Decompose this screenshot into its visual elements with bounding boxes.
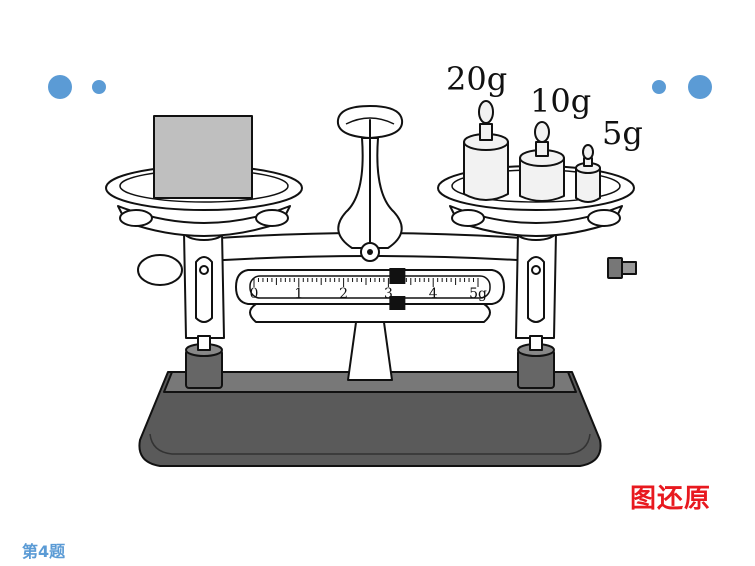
right-column-slot [527,256,545,323]
scale-tick-label: 5g [469,286,487,302]
right-column-screw [531,265,541,275]
weight-label-10g: 10g [530,82,591,120]
left-column-neck [197,335,211,351]
decor-dot-right-large [688,75,712,99]
figure-restore-caption: 图还原 [629,484,711,514]
decor-dot-right-small [652,80,666,94]
right-pan-loop-r [587,209,621,227]
decor-dot-left-small [92,80,106,94]
left-column-slot [195,256,213,323]
rider-scale-tick-labels: 0 1 2 3 4 5g [250,286,487,302]
rider-bottom[interactable] [389,296,406,310]
object-block [153,115,253,199]
right-column-neck [529,335,543,351]
scale-tick-label: 1 [294,286,303,302]
rider-top[interactable] [389,268,406,284]
scale-base-groove [149,433,591,455]
scale-tick-label: 2 [339,286,348,302]
scale-base-top [163,371,577,393]
weight-10g [519,121,565,202]
right-pan-loop-l [451,209,485,227]
rider-scale-lower [249,303,491,323]
left-arm-knob [137,254,183,286]
rider-scale-track [249,275,491,299]
weight-20g [463,100,509,201]
left-column-screw [199,265,209,275]
scale-tick-label: 4 [429,286,438,302]
scale-tick-label: 0 [250,286,259,302]
pointer-scale-arc [345,117,395,125]
scale-base [138,371,602,467]
weight-label-5g: 5g [602,114,643,152]
rider-scale-ticks [253,278,479,287]
question-number-label: 第4题 [22,542,66,561]
rider-scale-frame [235,269,505,305]
decor-dot-left-large [48,75,72,99]
balance-nut [607,257,623,279]
left-pan-loop-r [255,209,289,227]
left-pan-loop-l [119,209,153,227]
weight-label-20g: 20g [446,60,507,98]
rider[interactable] [389,268,406,310]
balance-nut-tip [621,261,637,275]
scale-tick-label: 3 [384,286,393,302]
weight-5g [575,144,601,203]
beam-pivot-center [367,249,373,255]
